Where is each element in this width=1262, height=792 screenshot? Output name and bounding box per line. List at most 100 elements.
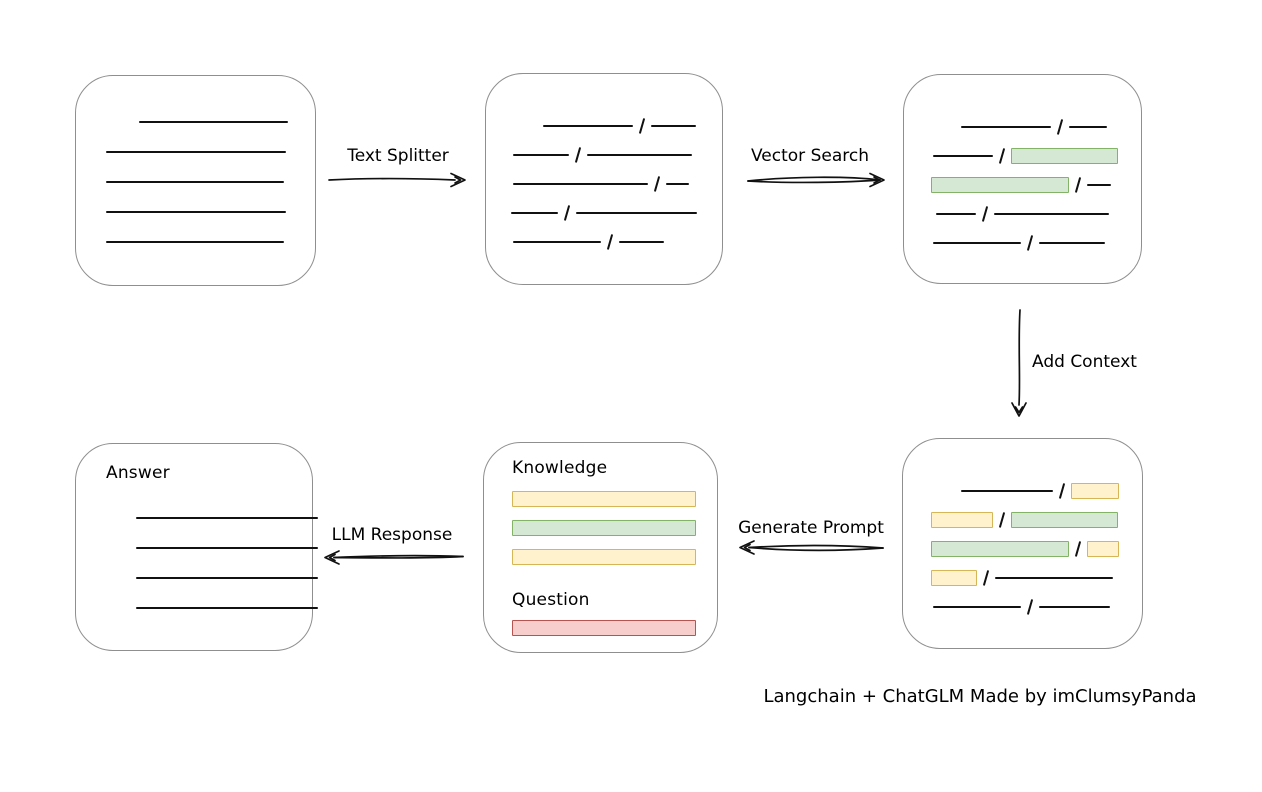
text-line [513,153,569,156]
slash-separator [606,233,614,250]
slash-separator [1026,598,1034,615]
green-highlight-chunk [931,176,1069,193]
red-bar [512,620,696,636]
question-bars [512,620,717,636]
chunk-row [76,197,315,227]
text-splitter-label: Text Splitter [347,146,449,166]
text-line [543,124,633,127]
slash-separator [981,205,989,222]
slash-separator [998,147,1006,164]
slash-separator [574,146,582,163]
slash-separator [998,511,1006,528]
text-line [511,211,558,214]
chunk-row [903,534,1142,563]
split-chunks-box [485,73,723,285]
text-line [961,489,1053,492]
knowledge-label: Knowledge [512,458,608,478]
answer-box: Answer [75,443,318,651]
slash-separator [1026,234,1034,251]
chunk-row [904,228,1141,257]
text-line [936,212,976,215]
chunk-row [106,503,318,533]
add-context-label: Add Context [1032,352,1137,372]
yellow-highlight-chunk [931,511,993,528]
slash-separator [638,117,646,134]
text-line [933,605,1021,608]
chunk-row [486,140,722,169]
text-line [513,182,648,185]
text-line [651,124,697,127]
chunk-row [904,199,1141,228]
llm-response-arrow-icon [324,550,464,565]
text-line [1039,241,1106,244]
text-line [666,182,690,185]
vector-matched-chunks-box [903,74,1142,284]
chunk-row [486,111,722,140]
slash-separator [1058,482,1066,499]
text-line [995,576,1114,579]
text-line [106,241,284,243]
text-line [994,212,1110,215]
chunk-lines [486,74,722,256]
slash-separator [653,175,661,192]
slash-separator [1074,540,1082,557]
add-context-arrow-icon [1011,309,1027,417]
green-highlight-chunk [1011,511,1119,528]
chunk-row [903,476,1142,505]
prompt-box: Knowledge Question [483,442,718,653]
question-label: Question [512,590,590,610]
yellow-bar [512,491,696,507]
text-line [1039,605,1111,608]
text-line [136,577,318,579]
slash-separator [563,204,571,221]
text-line [619,240,665,243]
chunk-row [904,141,1141,170]
chunk-row [903,563,1142,592]
context-chunks-box [902,438,1143,649]
chunk-row [486,227,722,256]
chunk-row [76,167,315,197]
text-line [139,121,288,123]
slash-separator [1056,118,1064,135]
text-line [587,153,693,156]
chunk-row [106,533,318,563]
text-line [961,125,1051,128]
chunk-row [76,227,315,257]
knowledge-bars [512,491,717,565]
source-document-box [75,75,316,286]
vector-search-arrow-icon [747,172,885,188]
yellow-bar [512,549,696,565]
text-line [1087,183,1112,186]
context-chunk-lines [903,439,1142,621]
text-line [933,154,993,157]
yellow-highlight-chunk [931,569,977,586]
chunk-row [76,107,315,137]
answer-lines [106,503,318,623]
chunk-row [904,112,1141,141]
text-line [136,517,318,519]
chunk-row [106,563,318,593]
slash-separator [982,569,990,586]
text-line [513,240,601,243]
yellow-highlight-chunk [1087,540,1120,557]
text-splitter-arrow-icon [328,172,466,188]
diagram-caption: Langchain + ChatGLM Made by imClumsyPand… [763,686,1197,707]
slash-separator [1074,176,1082,193]
vector-search-label: Vector Search [751,146,869,166]
chunk-row [76,137,315,167]
chunk-row [903,505,1142,534]
text-line [136,547,318,549]
text-line [136,607,318,609]
green-highlight-chunk [931,540,1069,557]
text-line [1069,125,1108,128]
generate-prompt-arrow-icon [739,540,884,555]
chunk-row [106,593,318,623]
matched-chunk-lines [904,75,1141,257]
llm-response-label: LLM Response [331,525,453,545]
text-line [933,241,1021,244]
chunk-row [486,169,722,198]
answer-label: Answer [106,463,170,483]
green-highlight-chunk [1011,147,1119,164]
document-lines [76,76,315,257]
